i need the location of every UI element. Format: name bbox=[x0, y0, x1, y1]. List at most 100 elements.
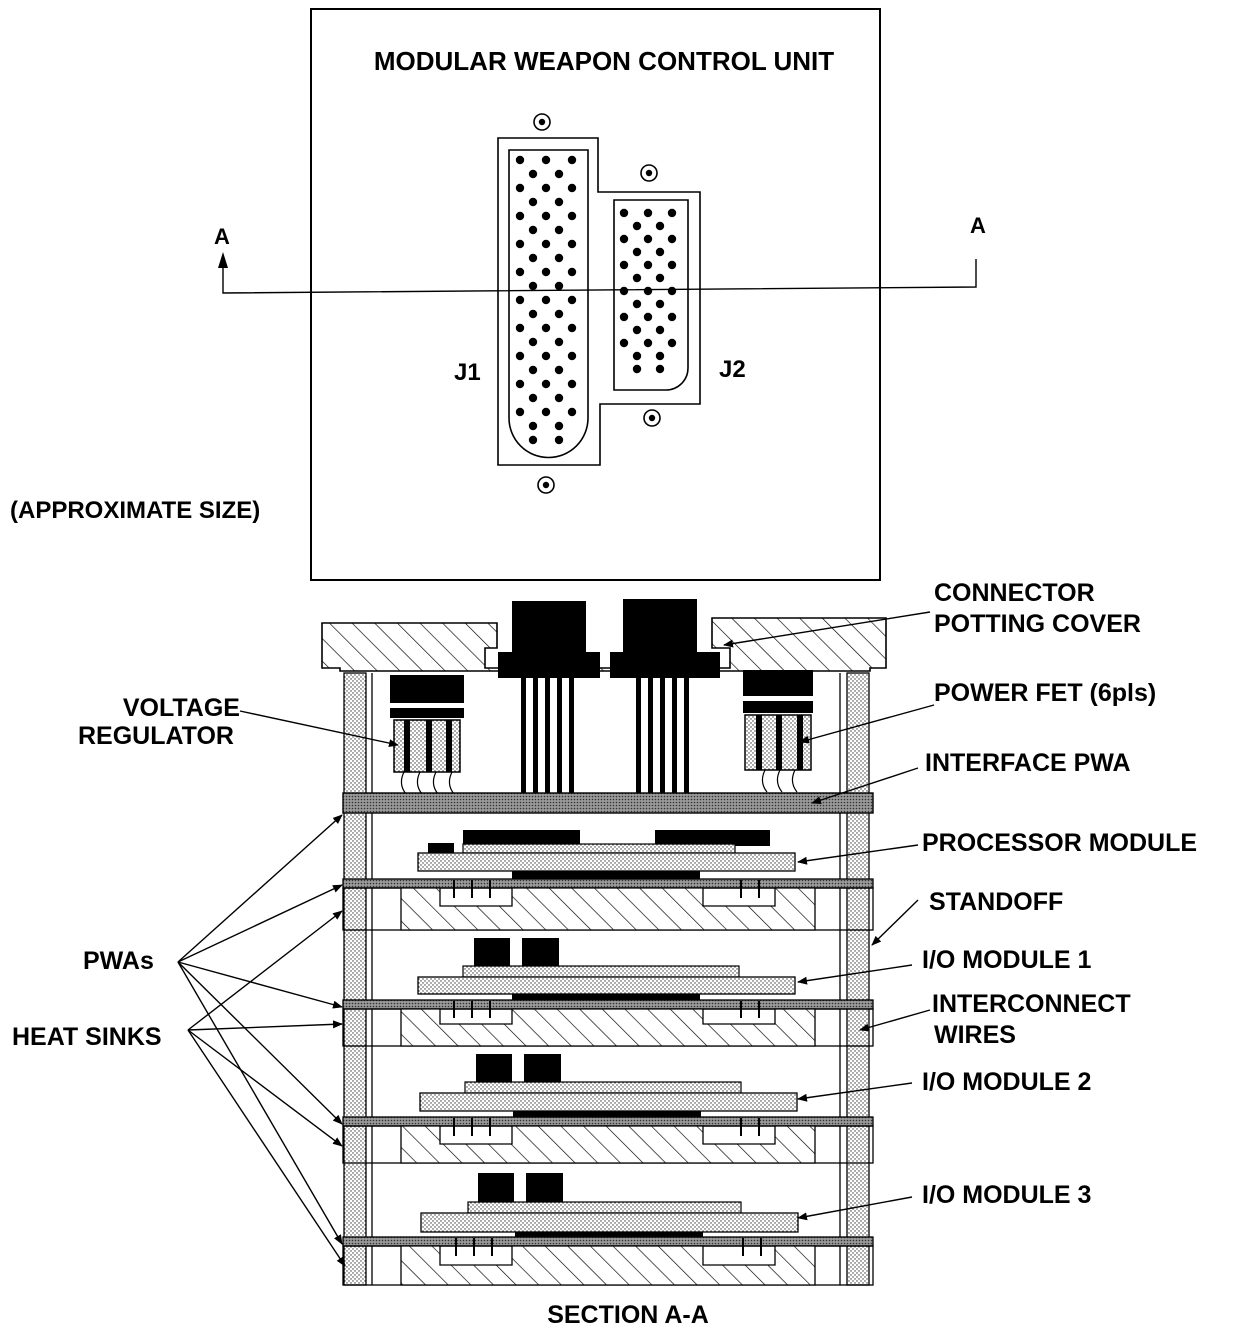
connector-pin bbox=[655, 247, 665, 257]
connector-pin bbox=[619, 234, 629, 244]
label-power-fet: POWER FET (6pls) bbox=[934, 679, 1156, 707]
connector-pin bbox=[554, 253, 564, 263]
connector-flange bbox=[497, 137, 701, 466]
connector-pin bbox=[655, 364, 665, 374]
connector-pin bbox=[643, 208, 653, 218]
mounting-screw bbox=[643, 409, 661, 427]
connector-pin bbox=[667, 234, 677, 244]
section-marker-right: A bbox=[970, 213, 986, 238]
connector-pin bbox=[541, 323, 551, 333]
j2-pins bbox=[619, 208, 677, 374]
connector-pin bbox=[567, 155, 577, 165]
connector-pin bbox=[632, 273, 642, 283]
power-fet bbox=[743, 670, 813, 793]
mounting-screw bbox=[640, 164, 658, 182]
connector-pin bbox=[632, 247, 642, 257]
connector-pin bbox=[541, 239, 551, 249]
section-arrow bbox=[218, 252, 228, 268]
connector-pin bbox=[515, 239, 525, 249]
connector-pin bbox=[554, 337, 564, 347]
connector-j2-body bbox=[610, 599, 720, 800]
connector-pin bbox=[643, 234, 653, 244]
connector-pin bbox=[515, 351, 525, 361]
connector-pin bbox=[643, 286, 653, 296]
connector-pin bbox=[515, 211, 525, 221]
label-standoff: STANDOFF bbox=[929, 888, 1063, 916]
connector-pin bbox=[655, 351, 665, 361]
section-line bbox=[222, 259, 977, 294]
label-interconnect-wires-1: INTERCONNECT bbox=[932, 990, 1131, 1018]
mounting-screw bbox=[537, 476, 555, 494]
connector-pin bbox=[667, 208, 677, 218]
connector-pin bbox=[567, 211, 577, 221]
label-io-module-2: I/O MODULE 2 bbox=[922, 1068, 1091, 1096]
connector-pin bbox=[567, 351, 577, 361]
connector-pin bbox=[619, 312, 629, 322]
connector-pin bbox=[655, 273, 665, 283]
connector-pin bbox=[655, 221, 665, 231]
connector-potting-cover bbox=[321, 617, 887, 672]
connector-pin bbox=[667, 286, 677, 296]
connector-pin bbox=[528, 421, 538, 431]
connector-pin bbox=[632, 351, 642, 361]
connector-pin bbox=[554, 393, 564, 403]
label-heat-sinks: HEAT SINKS bbox=[12, 1023, 162, 1051]
j2-pin-field bbox=[613, 199, 689, 391]
connector-pin bbox=[567, 379, 577, 389]
connector-pin bbox=[567, 295, 577, 305]
connector-pin bbox=[541, 267, 551, 277]
label-interface-pwa: INTERFACE PWA bbox=[925, 749, 1131, 777]
connector-pin bbox=[567, 407, 577, 417]
io-module-2-stack bbox=[342, 1054, 874, 1164]
unit-title: MODULAR WEAPON CONTROL UNIT bbox=[374, 46, 834, 76]
io-module-3-stack bbox=[342, 1173, 874, 1286]
pwa-leaders bbox=[177, 814, 343, 1245]
connector-pin bbox=[632, 325, 642, 335]
j1-pin-field bbox=[508, 149, 589, 459]
standoff-left bbox=[343, 672, 367, 1286]
standoff-right bbox=[846, 672, 870, 1286]
j1-label: J1 bbox=[454, 359, 481, 386]
label-voltage-regulator-2: REGULATOR bbox=[78, 722, 234, 750]
connector-pin bbox=[643, 260, 653, 270]
interface-pwa bbox=[342, 792, 874, 814]
connector-pin bbox=[541, 155, 551, 165]
connector-pin bbox=[541, 407, 551, 417]
connector-pin bbox=[567, 323, 577, 333]
connector-pin bbox=[619, 286, 629, 296]
connector-pin bbox=[528, 309, 538, 319]
label-pwas: PWAs bbox=[83, 947, 154, 975]
connector-pin bbox=[643, 338, 653, 348]
label-processor-module: PROCESSOR MODULE bbox=[922, 829, 1197, 857]
connector-pin bbox=[528, 435, 538, 445]
connector-pin bbox=[541, 211, 551, 221]
connector-pin bbox=[554, 281, 564, 291]
connector-pin bbox=[541, 183, 551, 193]
connector-pin bbox=[632, 299, 642, 309]
section-view: CONNECTOR POTTING COVER VOLTAGE REGULATO… bbox=[12, 579, 1197, 1329]
connector-pin bbox=[528, 365, 538, 375]
j1-pins bbox=[515, 155, 577, 445]
unit-outline bbox=[310, 8, 881, 581]
connector-pin bbox=[554, 365, 564, 375]
connector-pin bbox=[554, 169, 564, 179]
connector-pin bbox=[528, 281, 538, 291]
connector-pin bbox=[567, 183, 577, 193]
connector-pin bbox=[554, 309, 564, 319]
connector-pin bbox=[554, 225, 564, 235]
connector-pin bbox=[619, 208, 629, 218]
connector-pin bbox=[541, 379, 551, 389]
connector-pin bbox=[643, 312, 653, 322]
heat-sink-leaders bbox=[187, 910, 346, 1267]
connector-pin bbox=[567, 267, 577, 277]
connector-pin bbox=[655, 299, 665, 309]
label-io-module-3: I/O MODULE 3 bbox=[922, 1181, 1091, 1209]
connector-pin bbox=[515, 155, 525, 165]
connector-pin bbox=[619, 338, 629, 348]
connector-pin bbox=[528, 169, 538, 179]
connector-pin bbox=[515, 323, 525, 333]
voltage-regulator bbox=[390, 675, 464, 795]
connector-pin bbox=[528, 393, 538, 403]
connector-pin bbox=[528, 337, 538, 347]
